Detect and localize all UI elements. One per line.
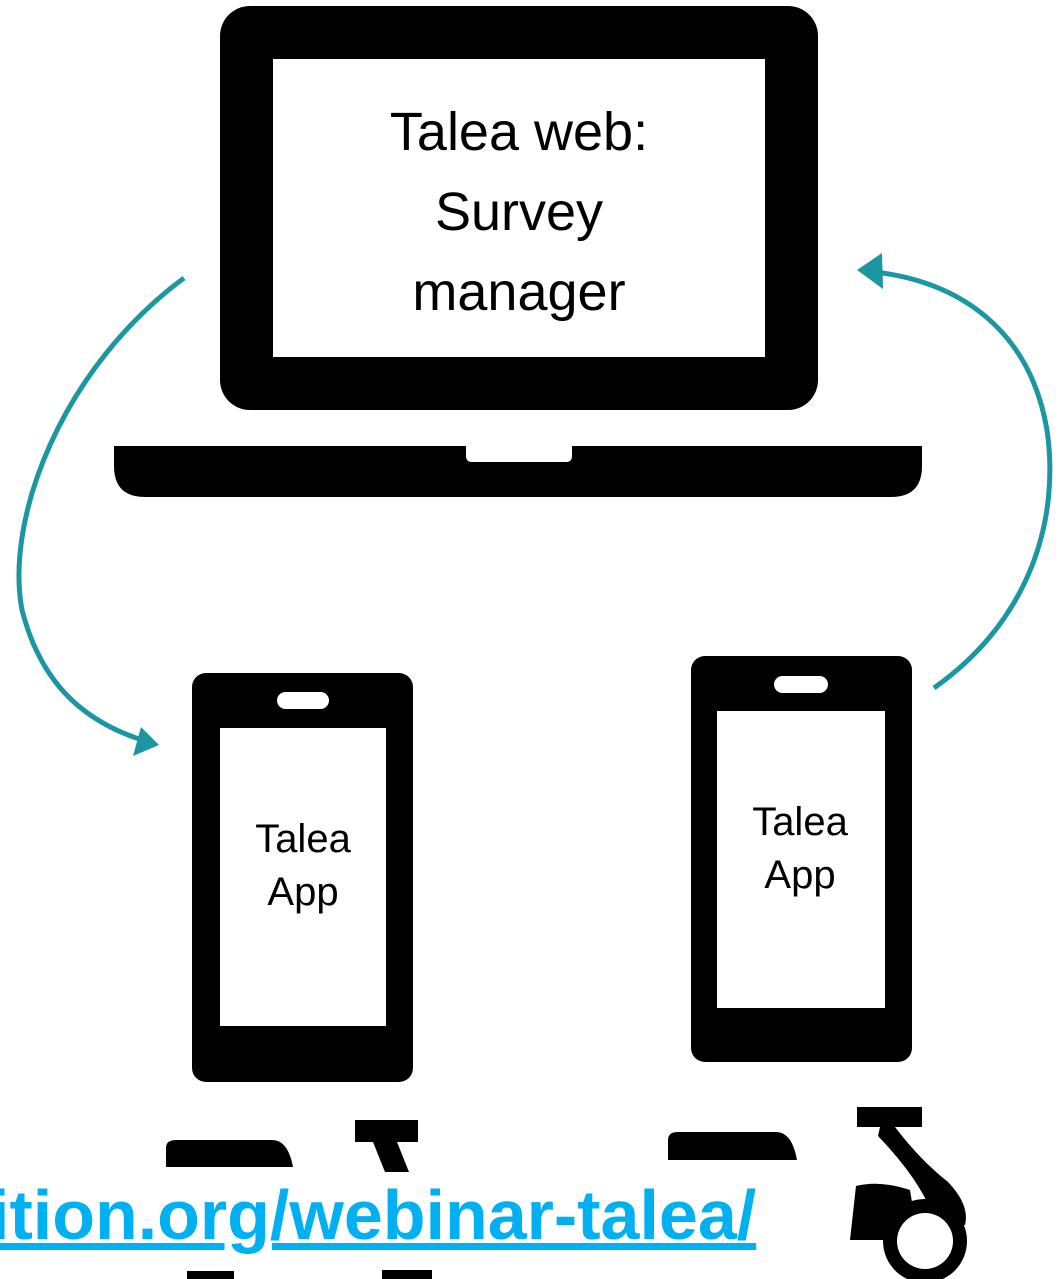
- laptop-icon: Talea web: Survey manager: [114, 6, 922, 497]
- arrow-left-head: [133, 727, 159, 756]
- phone-right-label-line1: Talea: [752, 800, 848, 844]
- scooter-right-stem: [857, 1107, 966, 1225]
- curved-arrow-icon-right: [857, 253, 1053, 691]
- phone-left-speaker: [277, 692, 329, 709]
- arrow-right-head: [857, 253, 883, 289]
- phone-right-label-line2: App: [764, 853, 835, 897]
- scooter-right-deck: [668, 1132, 797, 1160]
- scooter-icon-right: [668, 1107, 967, 1279]
- smartphone-icon-left: Talea App: [192, 673, 413, 1082]
- arrow-right-path: [874, 269, 1053, 691]
- scooter-fragments-bottom: [187, 1270, 432, 1279]
- arrow-left-path: [16, 275, 186, 743]
- scooter-right-wheel-hub: [897, 1213, 953, 1269]
- scooter-icon-left: [166, 1120, 418, 1172]
- webinar-link[interactable]: ition.org/webinar-talea/: [0, 1176, 756, 1254]
- curved-arrow-icon-left: [16, 275, 186, 756]
- phone-right-speaker: [774, 676, 828, 693]
- phone-right-screen: [717, 711, 885, 1008]
- phone-left-label-line2: App: [267, 870, 338, 914]
- phone-left-label-line1: Talea: [255, 817, 351, 861]
- phone-left-screen: [220, 728, 386, 1026]
- scooter-bottom-right-fragment: [382, 1270, 432, 1279]
- laptop-label-line3: manager: [412, 262, 625, 322]
- smartphone-icon-right: Talea App: [691, 656, 912, 1062]
- scooter-bottom-left-fragment: [187, 1271, 234, 1279]
- laptop-trackpad-notch: [466, 446, 572, 462]
- scooter-left-handlebar: [355, 1120, 418, 1172]
- laptop-base: [114, 446, 922, 497]
- laptop-label-line1: Talea web:: [390, 102, 648, 162]
- scooter-left-deck: [166, 1140, 293, 1167]
- laptop-screen: [273, 59, 765, 357]
- laptop-label-line2: Survey: [435, 182, 603, 242]
